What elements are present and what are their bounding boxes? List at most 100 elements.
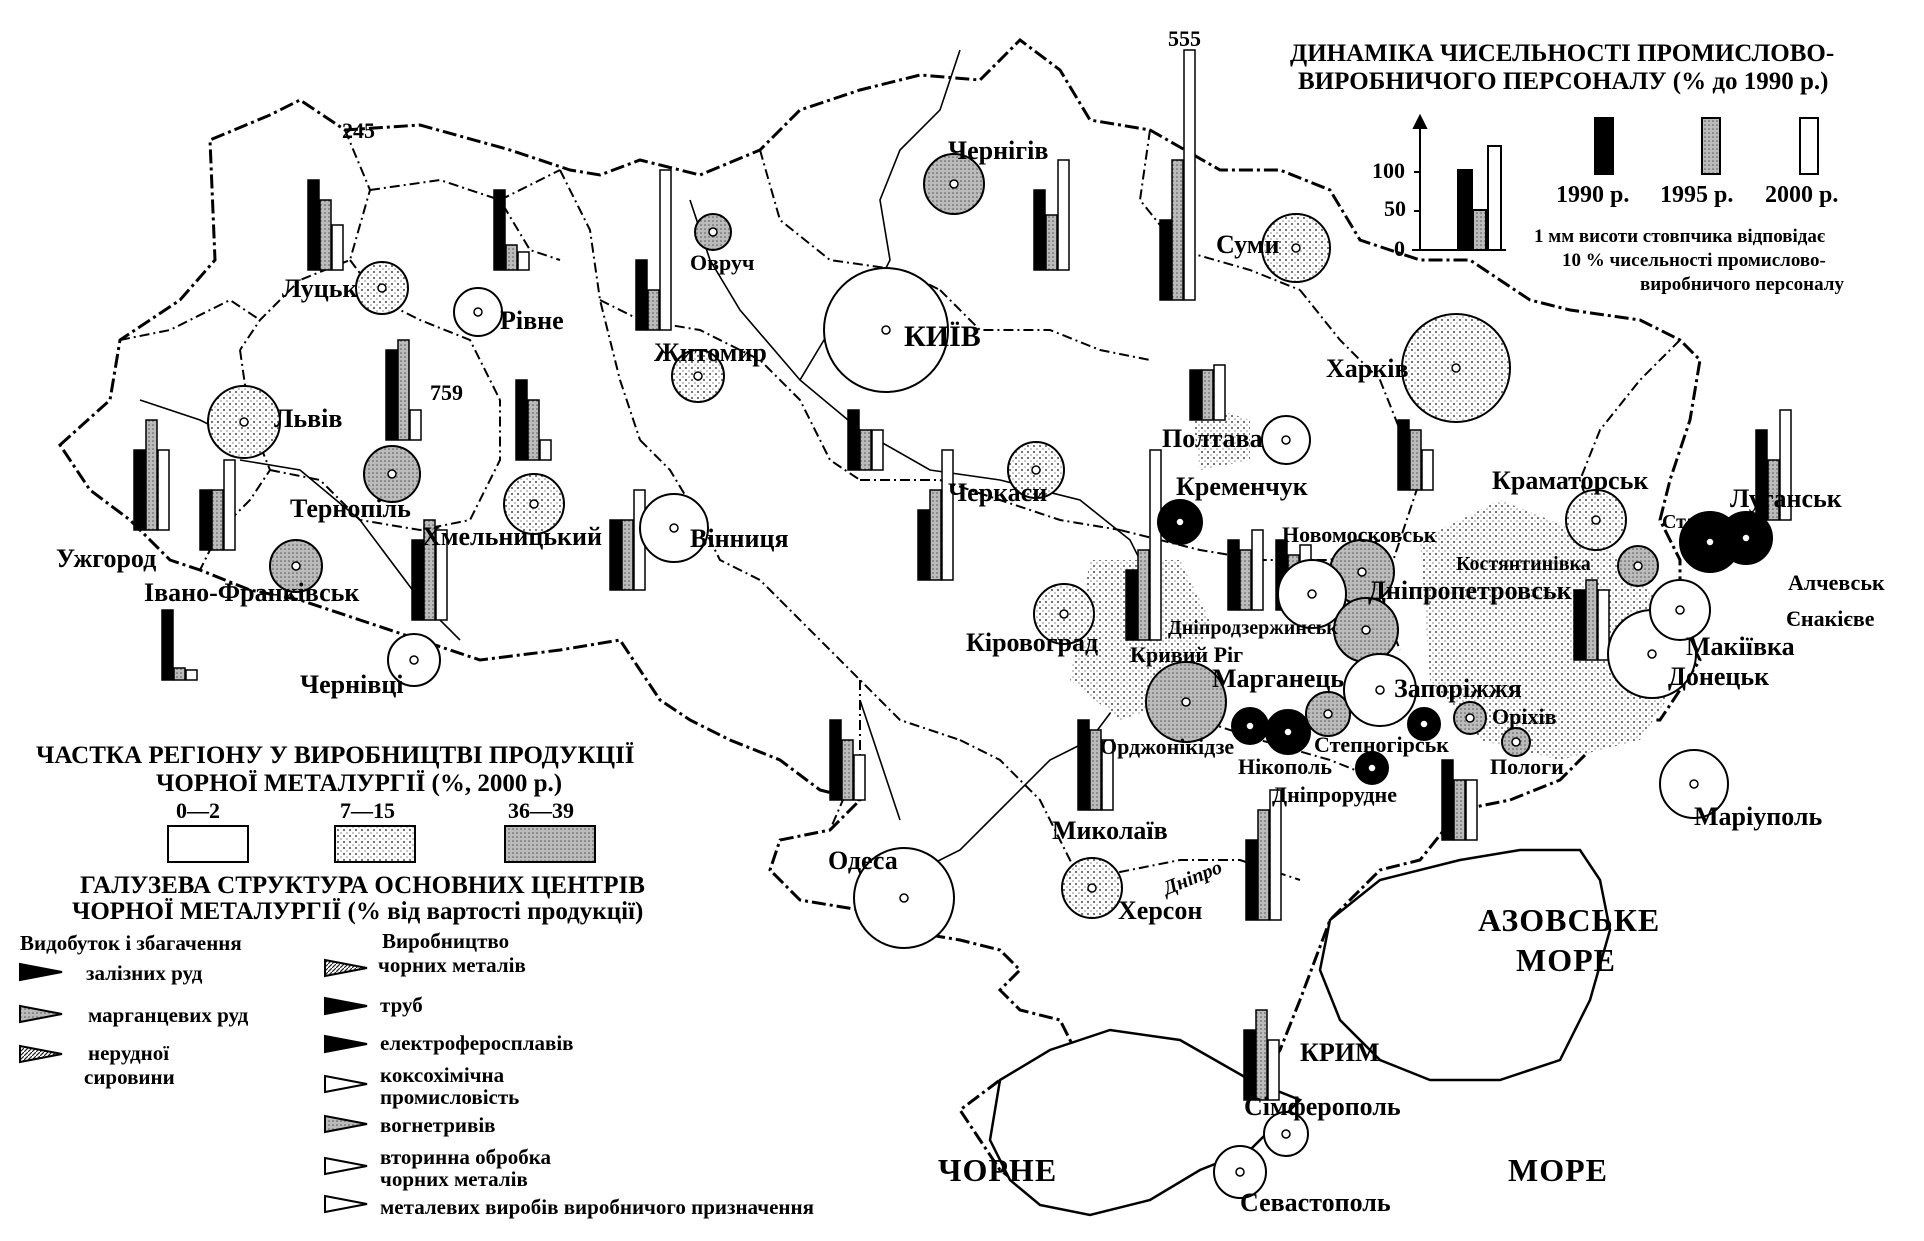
region-bar — [1255, 1009, 1268, 1101]
outlier-label-555: 555 — [1168, 26, 1201, 51]
city-dot — [1675, 605, 1685, 615]
city-vinnytsia: Вінниця — [690, 524, 789, 553]
city-dot — [1031, 465, 1041, 475]
city-dot — [387, 469, 397, 479]
outlier-label-245: 245 — [342, 118, 375, 143]
region-bar-groups — [133, 49, 1792, 1101]
legend-bar-2000 — [1487, 145, 1502, 251]
region-bar — [385, 349, 398, 441]
city-dot — [1361, 625, 1371, 635]
city-uzhhorod: Ужгород — [56, 544, 157, 573]
region-bar — [647, 289, 660, 331]
city-rivne: Рівне — [500, 306, 564, 335]
legend-secondary-line1: вторинна обробка — [380, 1145, 552, 1169]
region-bar — [609, 519, 622, 591]
city-kryvyi-rih: Кривий Ріг — [1130, 642, 1244, 667]
city-kramatorsk: Краматорськ — [1492, 466, 1649, 495]
structure-legend-icons — [19, 958, 368, 1214]
city-kremenchuk: Кременчук — [1176, 472, 1308, 501]
city-kherson: Херсон — [1118, 896, 1203, 925]
city-dnipropetrovsk: Дніпропетровськ — [1368, 576, 1572, 605]
region-bar — [1183, 49, 1196, 301]
coke-chemistry-icon — [324, 1074, 368, 1094]
axis-tick-100: 100 — [1372, 158, 1405, 183]
city-dot — [1357, 567, 1367, 577]
region-bar — [423, 519, 436, 621]
city-odesa: Одеса — [828, 846, 898, 875]
region-bar — [1033, 189, 1046, 271]
region-bar — [1057, 159, 1070, 271]
city-dot — [899, 893, 909, 903]
region-bar — [185, 669, 198, 681]
city-dot — [881, 325, 891, 335]
city-ternopil: Тернопіль — [290, 494, 411, 523]
nonmetal-raw-icon — [19, 1044, 63, 1064]
city-dot — [409, 655, 419, 665]
city-poltava: Полтава — [1162, 424, 1263, 453]
iron-ore-icon — [19, 962, 63, 982]
region-bar — [1453, 779, 1466, 841]
city-cherkasy: Черкаси — [948, 478, 1048, 507]
region-bar — [505, 244, 518, 271]
legend-pipes: труб — [380, 993, 423, 1017]
city-dot — [1689, 779, 1699, 789]
region-bar — [435, 529, 448, 621]
city-dot — [1087, 883, 1097, 893]
region-bar — [621, 519, 634, 591]
region-bar — [173, 667, 186, 681]
region-crimea: КРИМ — [1300, 1038, 1380, 1067]
share-class-label-high: 36—39 — [508, 798, 574, 823]
city-nikopol: Нікополь — [1238, 754, 1332, 779]
region-bar — [223, 459, 236, 551]
region-bar — [1245, 839, 1258, 921]
dynamics-legend-chart — [1412, 113, 1819, 251]
region-bar — [539, 439, 552, 461]
city-dot — [1511, 737, 1521, 747]
city-orikhiv: Оріхів — [1492, 704, 1557, 729]
city-dot — [1419, 719, 1429, 729]
refractories-icon — [324, 1114, 368, 1134]
city-dniprodzerzhynsk: Дніпродзержинськ — [1168, 617, 1338, 639]
year-label-1995: 1995 р. — [1660, 182, 1734, 208]
region-bar — [1149, 449, 1162, 641]
city-dot — [1367, 763, 1377, 773]
azov-sea-label-line2: МОРЕ — [1516, 942, 1616, 978]
city-makiivka: Макіївка — [1686, 632, 1795, 661]
city-dot — [1323, 709, 1333, 719]
city-kostiantynivka: Костянтинівка — [1456, 553, 1591, 575]
region-bar — [331, 224, 344, 271]
dynamics-note-line2: 10 % чисельності промислово- — [1562, 250, 1826, 271]
share-class-box-mid — [334, 825, 416, 863]
region-bar — [1189, 369, 1202, 421]
city-dot — [1181, 697, 1191, 707]
city-mariupol: Маріуполь — [1694, 802, 1823, 831]
region-bar — [917, 509, 930, 581]
region-bar — [409, 409, 422, 441]
city-dot — [1375, 685, 1385, 695]
city-ovruch: Овруч — [690, 250, 755, 275]
ferrous-metals-icon — [324, 958, 368, 978]
share-class-box-high — [504, 825, 596, 863]
region-bar — [1573, 589, 1586, 661]
share-class-label-mid: 7—15 — [340, 798, 395, 823]
dynamics-title-line2: ВИРОБНИЧОГО ПЕРСОНАЛУ (% до 1990 р.) — [1298, 68, 1829, 95]
region-bar — [1421, 449, 1434, 491]
city-dot — [1451, 363, 1461, 373]
city-structure-circles — [207, 153, 1773, 1199]
city-dot — [1633, 561, 1643, 571]
city-donetsk: Донецьк — [1668, 662, 1770, 691]
share-class-label-low: 0—2 — [176, 798, 220, 823]
ferroalloys-icon — [324, 1034, 368, 1054]
dynamics-title-line1: ДИНАМІКА ЧИСЕЛЬНОСТІ ПРОМИСЛОВО- — [1290, 40, 1835, 67]
region-bar — [1089, 729, 1102, 811]
black-sea-label-2: МОРЕ — [1508, 1152, 1608, 1188]
city-dot — [1705, 537, 1715, 547]
region-bar — [199, 489, 212, 551]
city-dot — [1647, 649, 1657, 659]
legend-nonmetal-line2: сировини — [84, 1065, 175, 1089]
manganese-ore-icon — [19, 1004, 63, 1024]
city-dot — [1245, 721, 1255, 731]
legend-bar-1990 — [1457, 169, 1473, 251]
region-bar — [1243, 1029, 1256, 1101]
